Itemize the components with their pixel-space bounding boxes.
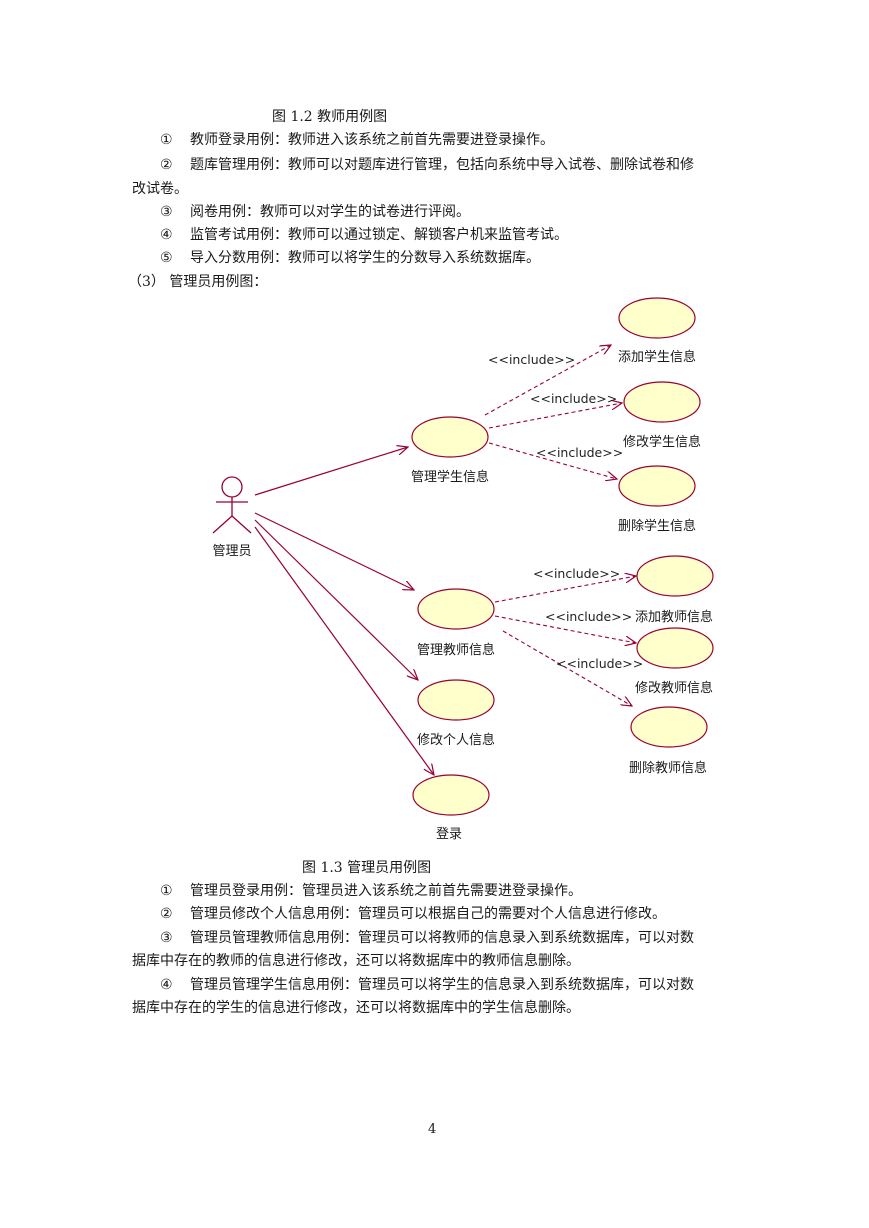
admin-item-3: ③ 管理员管理教师信息用例：管理员可以将教师的信息录入到系统数据库，可以对数 <box>160 927 694 947</box>
use-case-modify-personal <box>417 679 495 721</box>
label-delete-student: 删除学生信息 <box>618 518 696 534</box>
use-case-add-teacher <box>636 555 714 597</box>
assoc-manage-students <box>254 447 408 496</box>
use-case-delete-teacher <box>630 706 708 748</box>
teacher-item-5: ⑤ 导入分数用例：教师可以将学生的分数导入系统数据库。 <box>160 247 540 267</box>
include-modify-teacher <box>494 615 636 643</box>
item-number: ② <box>160 157 173 173</box>
label-manage-teachers: 管理教师信息 <box>417 642 495 658</box>
use-case-manage-students <box>411 416 489 458</box>
item-text: 阅卷用例：教师可以对学生的试卷进行评阅。 <box>190 204 470 220</box>
use-case-login <box>412 774 490 816</box>
assoc-login <box>254 526 434 775</box>
actor-left-leg <box>212 515 233 534</box>
use-case-ellipses <box>411 297 714 816</box>
include-label-delete-teacher: <<include>> <box>556 656 643 671</box>
include-add-teacher <box>494 576 636 603</box>
include-add-student <box>484 345 611 416</box>
use-case-manage-teachers <box>417 588 495 630</box>
include-label-add-teacher: <<include>> <box>533 566 620 581</box>
include-modify-student <box>488 403 622 429</box>
assoc-manage-teachers <box>254 512 414 590</box>
item-number: ③ <box>160 204 173 220</box>
use-case-delete-student <box>618 465 696 507</box>
actor-label: 管理员 <box>212 544 251 559</box>
teacher-item-2-continuation: 改试卷。 <box>132 181 188 197</box>
teacher-item-3: ③ 阅卷用例：教师可以对学生的试卷进行评阅。 <box>160 201 470 221</box>
use-case-modify-teacher <box>636 627 714 669</box>
item-number: ① <box>160 883 173 899</box>
item-text: 教师登录用例：教师进入该系统之前首先需要进登录操作。 <box>190 132 554 148</box>
item-text: 管理员管理学生信息用例：管理员可以将学生的信息录入到系统数据库，可以对数 <box>190 977 694 993</box>
assoc-modify-personal <box>254 519 418 680</box>
use-case-add-student <box>618 297 696 339</box>
actor-associations <box>254 447 434 775</box>
include-label-modify-student: <<include>> <box>530 391 617 406</box>
include-dependencies <box>484 345 636 706</box>
use-case-modify-student <box>623 381 701 423</box>
item-number: ③ <box>160 930 173 946</box>
teacher-item-1: ① 教师登录用例：教师进入该系统之前首先需要进登录操作。 <box>160 129 554 149</box>
label-login: 登录 <box>436 827 462 842</box>
include-delete-teacher <box>502 630 632 706</box>
label-manage-students: 管理学生信息 <box>411 469 489 485</box>
label-modify-teacher: 修改教师信息 <box>635 680 713 696</box>
label-modify-student: 修改学生信息 <box>623 434 701 450</box>
admin-item-4-continuation: 据库中存在的学生的信息进行修改，还可以将数据库中的学生信息删除。 <box>132 1000 580 1016</box>
admin-item-4: ④ 管理员管理学生信息用例：管理员可以将学生的信息录入到系统数据库，可以对数 <box>160 974 694 994</box>
item-text: 导入分数用例：教师可以将学生的分数导入系统数据库。 <box>190 250 540 266</box>
label-modify-personal: 修改个人信息 <box>417 732 495 748</box>
teacher-item-4: ④ 监管考试用例：教师可以通过锁定、解锁客户机来监管考试。 <box>160 224 568 244</box>
admin-item-2: ② 管理员修改个人信息用例：管理员可以根据自己的需要对个人信息进行修改。 <box>160 903 666 923</box>
item-text: 管理员登录用例：管理员进入该系统之前首先需要进登录操作。 <box>190 883 582 899</box>
item-number: ④ <box>160 977 173 993</box>
item-number: ⑤ <box>160 250 173 266</box>
label-delete-teacher: 删除教师信息 <box>629 760 707 776</box>
label-add-student: 添加学生信息 <box>618 349 696 365</box>
teacher-item-2: ② 题库管理用例：教师可以对题库进行管理，包括向系统中导入试卷、删除试卷和修 <box>160 154 694 174</box>
actor-head <box>221 476 243 498</box>
admin-item-1: ① 管理员登录用例：管理员进入该系统之前首先需要进登录操作。 <box>160 880 582 900</box>
admin-item-3-continuation: 据库中存在的教师的信息进行修改，还可以将数据库中的教师信息删除。 <box>132 953 580 969</box>
section-heading: （3） 管理员用例图： <box>128 274 268 290</box>
item-text: 管理员管理教师信息用例：管理员可以将教师的信息录入到系统数据库，可以对数 <box>190 930 694 946</box>
include-label-modify-teacher: <<include>> <box>545 609 632 624</box>
actor-right-leg <box>231 515 252 534</box>
item-number: ① <box>160 132 173 148</box>
item-text: 管理员修改个人信息用例：管理员可以根据自己的需要对个人信息进行修改。 <box>190 906 666 922</box>
item-text: 监管考试用例：教师可以通过锁定、解锁客户机来监管考试。 <box>190 227 568 243</box>
item-number: ④ <box>160 227 173 243</box>
item-number: ② <box>160 906 173 922</box>
item-text: 题库管理用例：教师可以对题库进行管理，包括向系统中导入试卷、删除试卷和修 <box>190 157 694 173</box>
include-label-delete-student: <<include>> <box>536 445 623 460</box>
include-delete-student <box>488 442 617 479</box>
label-add-teacher: 添加教师信息 <box>635 609 713 625</box>
figure-caption-1-2: 图 1.2 教师用例图 <box>272 109 388 125</box>
admin-actor <box>212 476 252 534</box>
figure-caption-1-3: 图 1.3 管理员用例图 <box>302 860 432 876</box>
include-label-add-student: <<include>> <box>488 352 575 367</box>
page-number: 4 <box>428 1122 437 1137</box>
